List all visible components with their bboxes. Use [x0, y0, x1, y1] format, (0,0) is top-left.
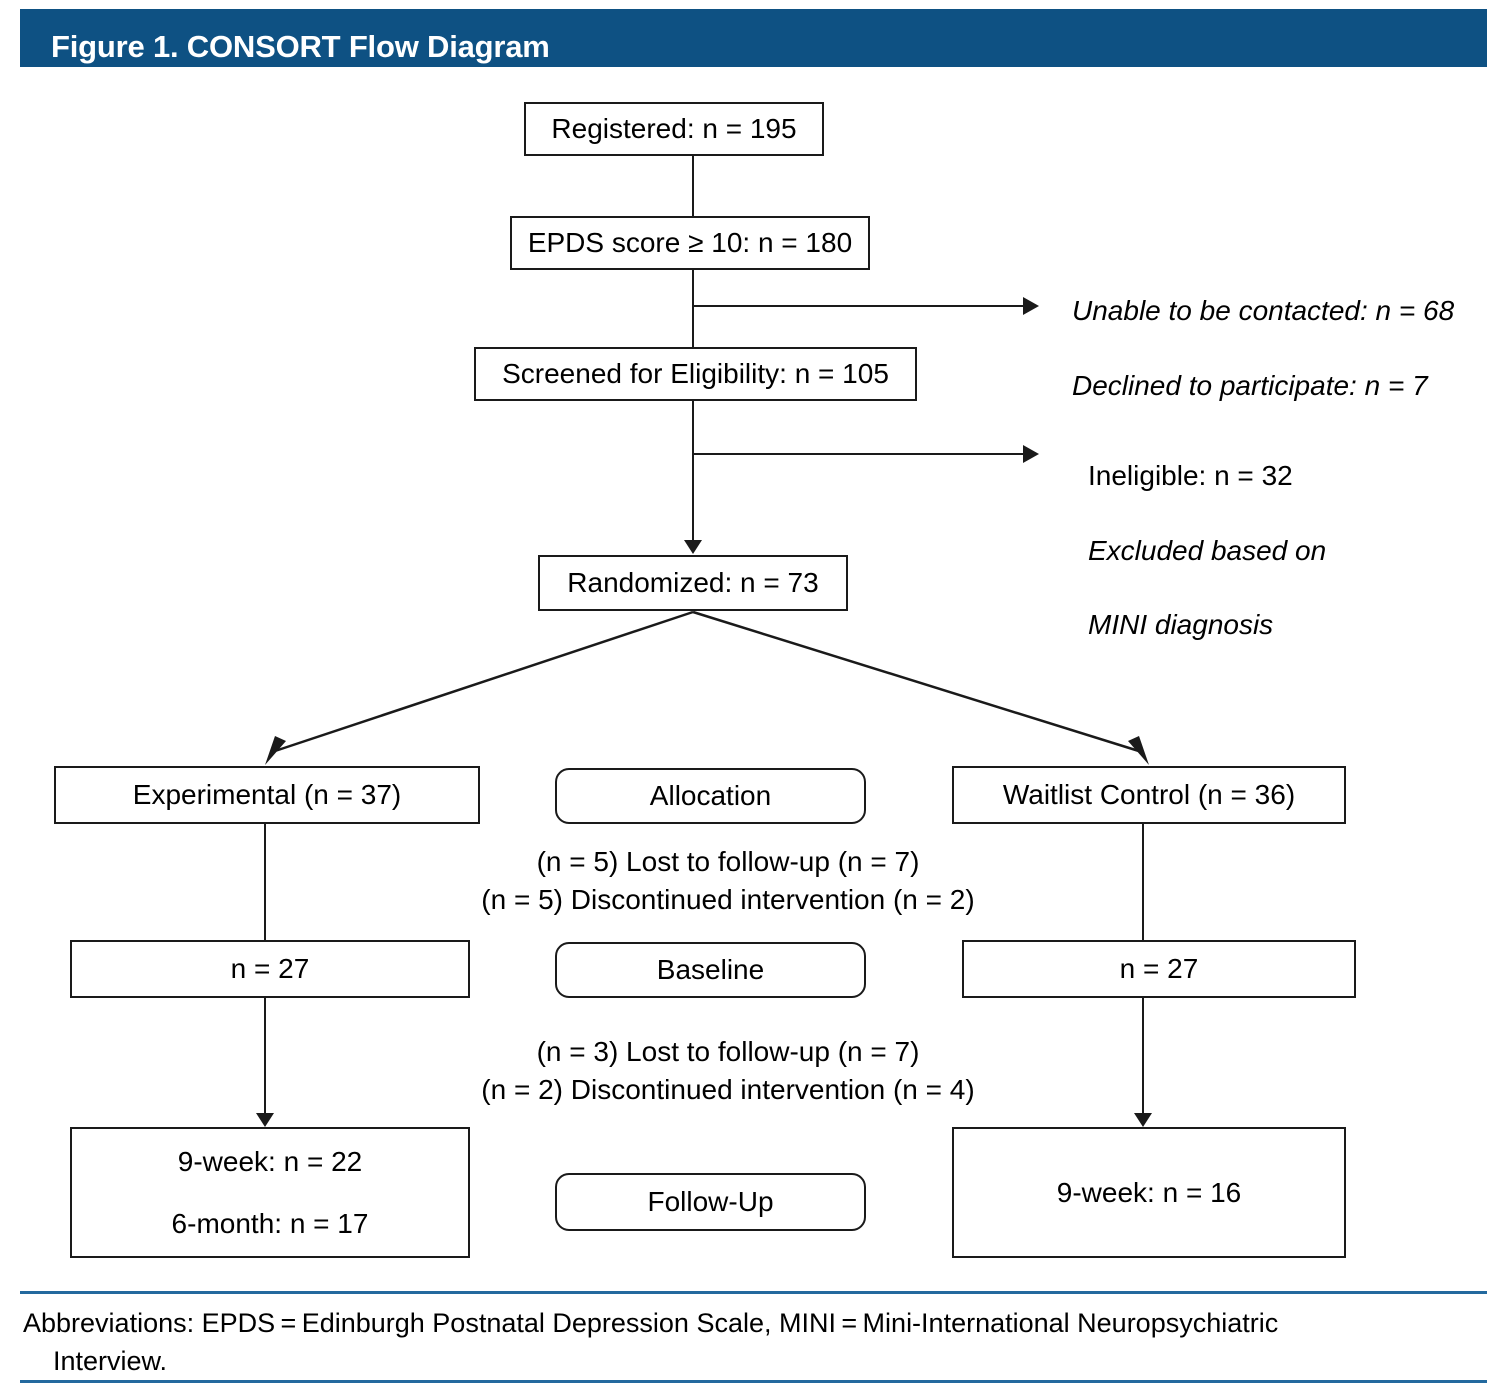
node-waitlist-baseline[interactable]: n = 27	[962, 940, 1356, 998]
node-experimental-followup-line2: 6-month: n = 17	[171, 1207, 369, 1239]
node-waitlist-followup[interactable]: 9-week: n = 16	[952, 1127, 1346, 1258]
node-experimental-baseline[interactable]: n = 27	[70, 940, 470, 998]
exclusion-note-2-line1: Ineligible: n = 32	[1088, 460, 1293, 492]
node-waitlist-control[interactable]: Waitlist Control (n = 36)	[952, 766, 1346, 824]
connector-experimental-to-baseline	[264, 824, 266, 940]
node-screened[interactable]: Screened for Eligibility: n = 105	[474, 347, 917, 401]
node-experimental-followup[interactable]: 9-week: n = 22 6-month: n = 17	[70, 1127, 470, 1258]
stage-label-allocation[interactable]: Allocation	[555, 768, 866, 824]
connector-screened-to-randomized-head	[684, 540, 702, 554]
exclusion-note-2: Ineligible: n = 32 Excluded based on MIN…	[1088, 420, 1326, 681]
node-epds-label: EPDS score ≥ 10: n = 180	[527, 227, 853, 259]
node-registered-label: Registered: n = 195	[551, 113, 797, 145]
connector-experimental-to-followup-head	[256, 1113, 274, 1127]
exclusion-note-1-line2: Declined to participate: n = 7	[1072, 369, 1428, 401]
exclusion-arrow-2-head	[1023, 445, 1039, 463]
node-registered[interactable]: Registered: n = 195	[524, 102, 824, 156]
connector-experimental-to-followup	[264, 998, 266, 1113]
page-title: Figure 1. CONSORT Flow Diagram	[51, 29, 550, 64]
node-randomized-label: Randomized: n = 73	[567, 567, 819, 599]
node-experimental-followup-line1: 9-week: n = 22	[177, 1145, 363, 1177]
abbreviations-note: Abbreviations: EPDS = Edinburgh Postnata…	[23, 1304, 1463, 1381]
node-experimental[interactable]: Experimental (n = 37)	[54, 766, 480, 824]
stage-label-followup[interactable]: Follow-Up	[555, 1173, 866, 1231]
attrition-note-baseline-line2: (n = 2) Discontinued intervention (n = 4…	[481, 1074, 975, 1106]
node-experimental-label: Experimental (n = 37)	[132, 779, 402, 811]
exclusion-note-1-line1: Unable to be contacted: n = 68	[1072, 295, 1455, 327]
connector-screened-to-randomized	[692, 401, 694, 540]
exclusion-arrow-1-line	[693, 305, 1023, 307]
stage-label-baseline-text: Baseline	[656, 954, 765, 986]
node-waitlist-baseline-label: n = 27	[1119, 953, 1199, 985]
connector-epds-to-screened	[692, 270, 694, 352]
figure-header-banner: Figure 1. CONSORT Flow Diagram	[20, 9, 1487, 67]
exclusion-note-2-line2: Excluded based on	[1088, 534, 1327, 566]
attrition-note-allocation: (n = 5) Lost to follow-up (n = 7) (n = 5…	[398, 843, 1058, 920]
node-randomized[interactable]: Randomized: n = 73	[538, 555, 848, 611]
footer-rule-top	[20, 1291, 1487, 1294]
attrition-note-baseline: (n = 3) Lost to follow-up (n = 7) (n = 2…	[398, 1033, 1058, 1110]
abbreviations-note-line1: Abbreviations: EPDS = Edinburgh Postnata…	[23, 1308, 1279, 1338]
node-epds[interactable]: EPDS score ≥ 10: n = 180	[510, 216, 870, 270]
abbreviations-note-line2: Interview.	[53, 1346, 168, 1377]
node-waitlist-followup-label: 9-week: n = 16	[1056, 1176, 1242, 1208]
exclusion-note-2-line3: MINI diagnosis	[1088, 609, 1274, 641]
stage-label-baseline[interactable]: Baseline	[555, 942, 866, 998]
connector-waitlist-to-followup	[1142, 998, 1144, 1113]
exclusion-arrow-2-line	[693, 453, 1023, 455]
attrition-note-allocation-line2: (n = 5) Discontinued intervention (n = 2…	[481, 884, 975, 916]
exclusion-arrow-1-head	[1023, 297, 1039, 315]
exclusion-note-1: Unable to be contacted: n = 68 Declined …	[1072, 255, 1454, 441]
node-waitlist-control-label: Waitlist Control (n = 36)	[1002, 779, 1296, 811]
connector-waitlist-to-baseline	[1142, 824, 1144, 940]
stage-label-allocation-text: Allocation	[649, 780, 772, 812]
stage-label-followup-text: Follow-Up	[647, 1186, 774, 1218]
attrition-note-baseline-line1: (n = 3) Lost to follow-up (n = 7)	[536, 1036, 920, 1067]
node-experimental-baseline-label: n = 27	[230, 953, 310, 985]
node-screened-label: Screened for Eligibility: n = 105	[502, 358, 889, 390]
connector-waitlist-to-followup-head	[1134, 1113, 1152, 1127]
connector-registered-to-epds	[692, 156, 694, 216]
attrition-note-allocation-line1: (n = 5) Lost to follow-up (n = 7)	[536, 846, 920, 877]
footer-rule-bottom	[20, 1380, 1487, 1383]
